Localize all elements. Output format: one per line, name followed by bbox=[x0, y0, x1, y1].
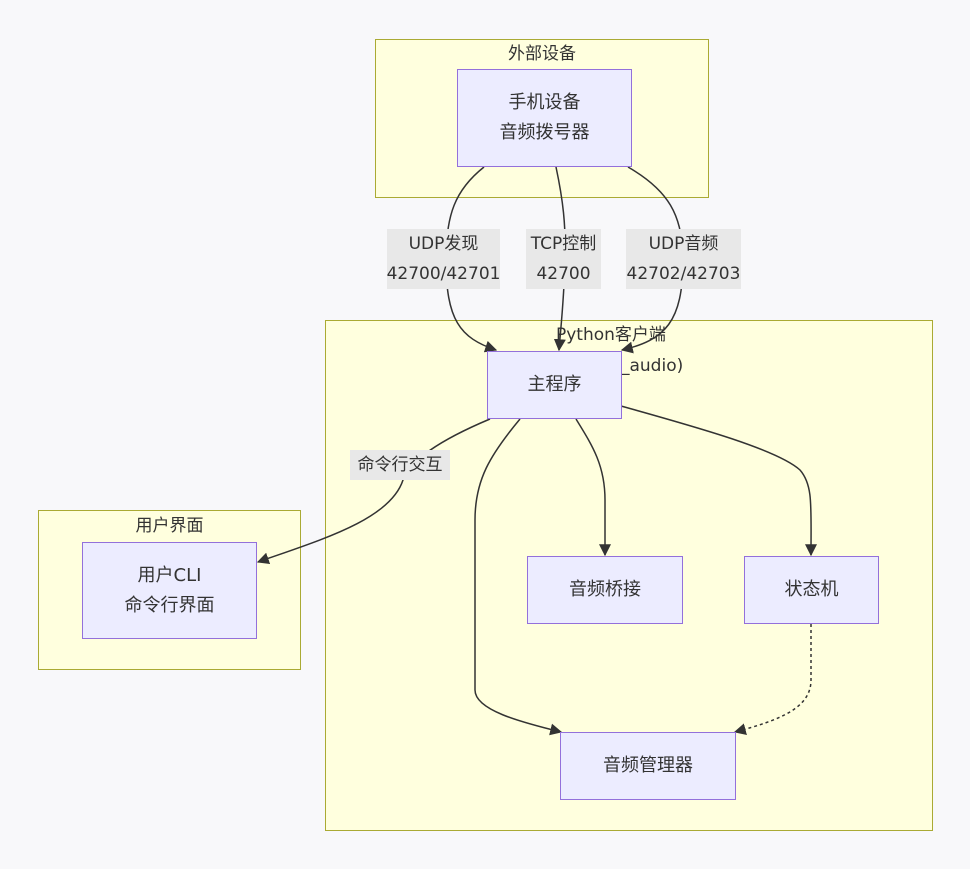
cli-interface-label: 命令行界面 bbox=[124, 594, 215, 616]
udp-audio-edge-label: UDP音频 42702/42703 bbox=[626, 229, 741, 289]
udp-audio-label-line1: UDP音频 bbox=[648, 234, 719, 254]
udp-discovery-edge-label: UDP发现 42700/42701 bbox=[387, 229, 500, 289]
edge-main-to-audio-manager bbox=[474, 418, 563, 736]
cli-interaction-label: 命令行交互 bbox=[357, 455, 443, 475]
state-machine-label: 状态机 bbox=[784, 579, 839, 600]
audio-bridge-label: 音频桥接 bbox=[569, 579, 641, 600]
tcp-control-edge-label: TCP控制 42700 bbox=[526, 229, 601, 289]
python-client-title-line2: r_audio) bbox=[614, 356, 684, 376]
external-devices-title: 外部设备 bbox=[508, 44, 576, 64]
audio-bridge-node[interactable]: 音频桥接 bbox=[527, 556, 683, 624]
python-client-title: Python客户端 bbox=[556, 325, 666, 345]
audio-manager-label: 音频管理器 bbox=[603, 755, 693, 776]
phone-device-node[interactable]: 手机设备 音频拨号器 bbox=[457, 69, 632, 167]
phone-device-label: 手机设备 bbox=[508, 92, 581, 113]
audio-dialer-label: 音频拨号器 bbox=[499, 122, 590, 143]
state-machine-node[interactable]: 状态机 bbox=[744, 556, 879, 624]
audio-manager-node[interactable]: 音频管理器 bbox=[560, 732, 736, 800]
edge-fsm-to-audio-manager bbox=[733, 624, 812, 736]
edge-main-to-bridge bbox=[575, 418, 611, 557]
user-cli-node[interactable]: 用户CLI 命令行界面 bbox=[82, 542, 257, 639]
tcp-control-label-line2: 42700 bbox=[536, 264, 591, 284]
tcp-control-label-line1: TCP控制 bbox=[530, 234, 597, 254]
edge-main-to-cli bbox=[256, 418, 491, 565]
udp-audio-label-line2: 42702/42703 bbox=[626, 264, 741, 284]
udp-discovery-label-line2: 42700/42701 bbox=[386, 264, 501, 284]
main-program-node[interactable]: 主程序 bbox=[487, 351, 622, 419]
cli-interaction-edge-label: 命令行交互 bbox=[350, 450, 450, 480]
edge-main-to-fsm bbox=[620, 405, 818, 557]
main-program-label: 主程序 bbox=[527, 374, 582, 395]
udp-discovery-label-line1: UDP发现 bbox=[408, 234, 479, 254]
user-cli-label: 用户CLI bbox=[137, 564, 202, 586]
user-interface-title: 用户界面 bbox=[135, 516, 204, 536]
